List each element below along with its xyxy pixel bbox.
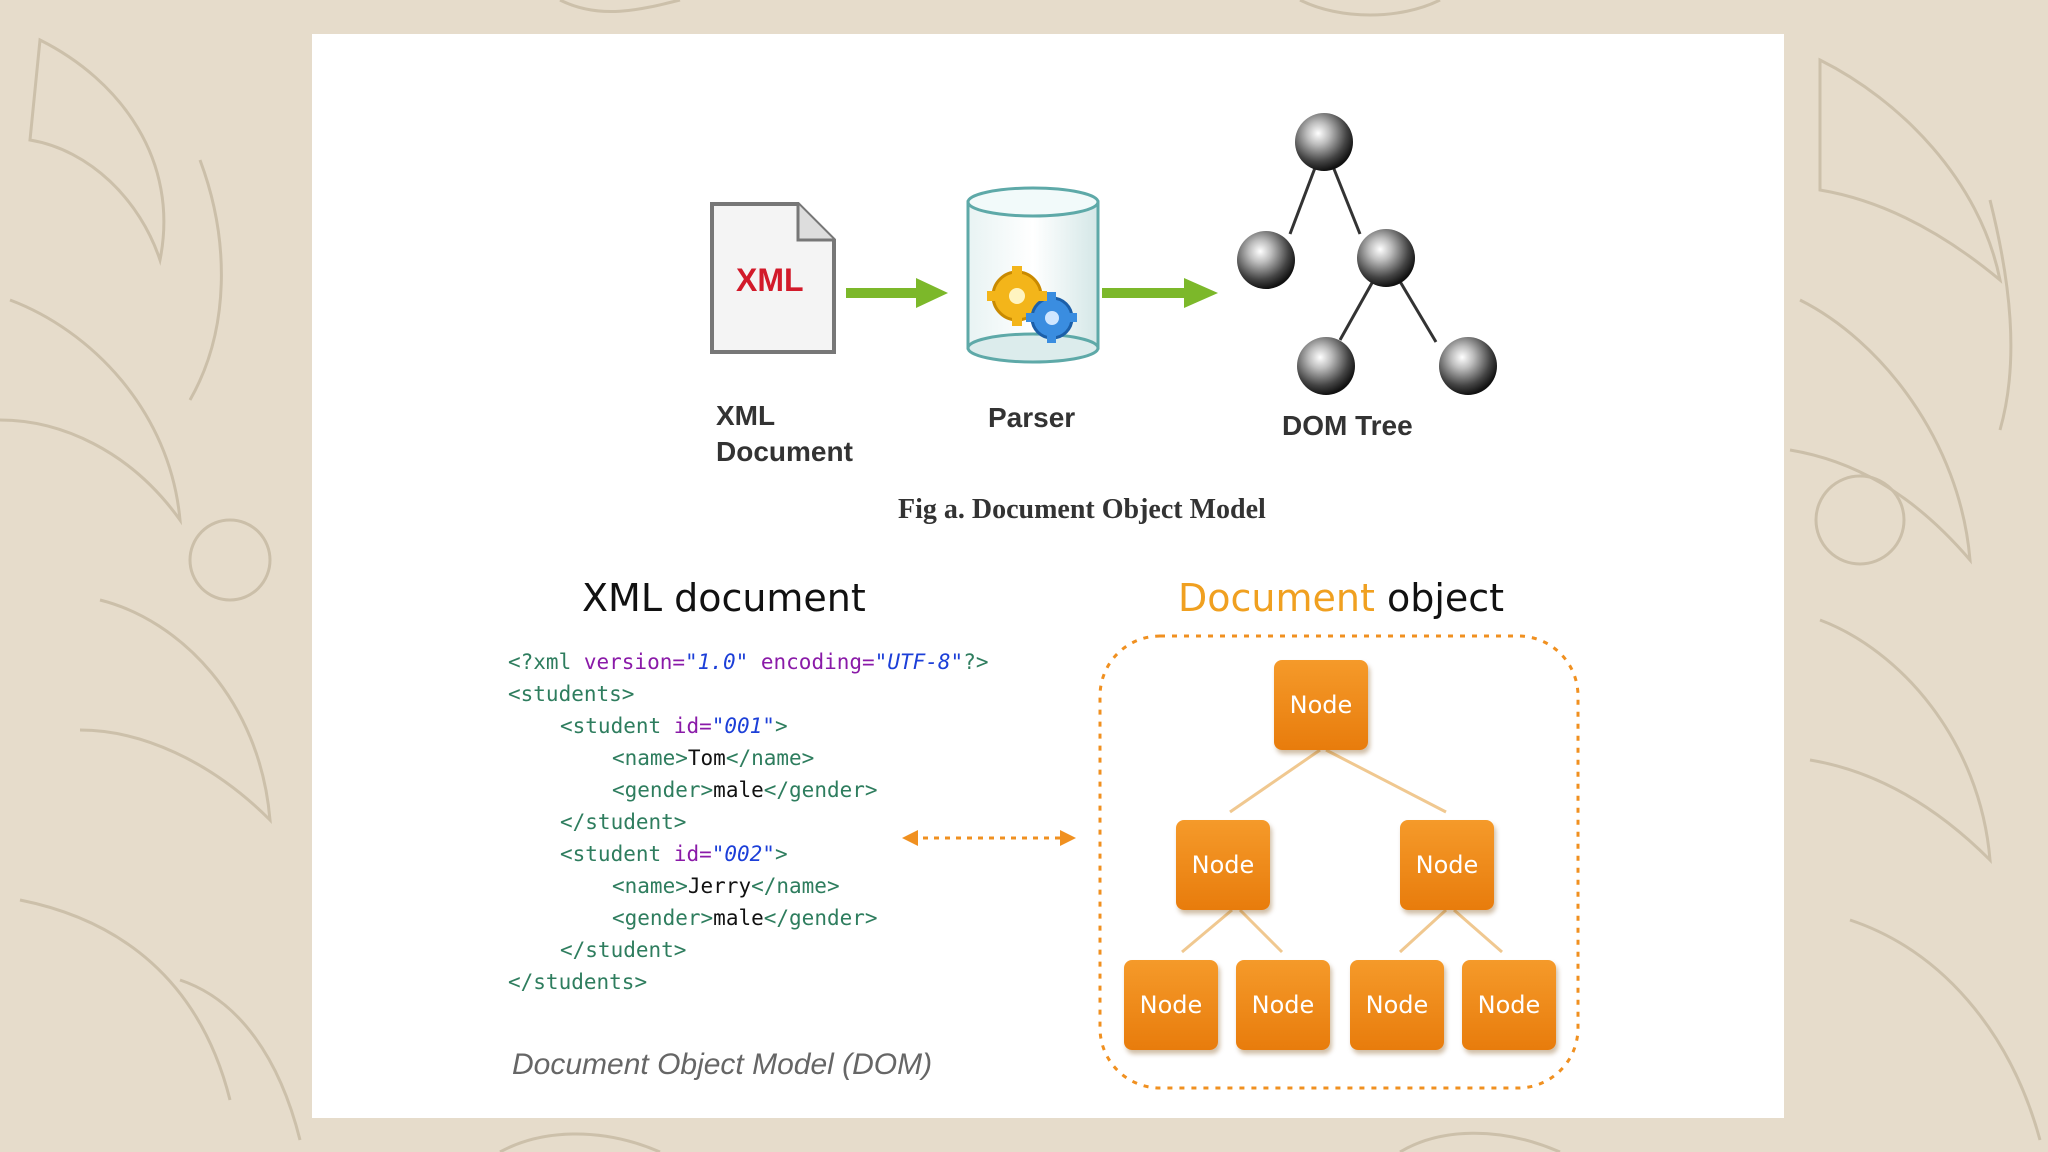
dom-caption: Document Object Model (DOM) xyxy=(512,1048,933,1081)
code-line: <name>Tom</name> xyxy=(612,746,815,770)
xml-document-heading: XML document xyxy=(582,576,866,620)
document-object-heading-accent: Document xyxy=(1178,576,1375,620)
code-line: <students> xyxy=(508,682,635,706)
node-leaf-2: Node xyxy=(1236,960,1330,1050)
node-root: Node xyxy=(1274,660,1368,750)
bidirectional-dotted-arrow xyxy=(902,830,1076,846)
xml-code-block: <?xml version="1.0" encoding="UTF-8"?> <s… xyxy=(508,646,988,998)
node-leaf-1: Node xyxy=(1124,960,1218,1050)
figure-a-caption: Fig a. Document Object Model xyxy=(898,494,1266,525)
code-line: <student id="002"> xyxy=(560,842,788,866)
node-level2-right: Node xyxy=(1400,820,1494,910)
document-object-frame xyxy=(1098,634,1580,1090)
node-leaf-4: Node xyxy=(1462,960,1556,1050)
dom-tree-nodes xyxy=(1237,113,1497,395)
gears-icon xyxy=(987,266,1077,343)
node-leaf-3: Node xyxy=(1350,960,1444,1050)
code-line: </student> xyxy=(560,810,687,834)
document-object-heading: Document object xyxy=(1178,576,1504,620)
arrow-xml-to-parser xyxy=(846,278,948,308)
code-line: <gender>male</gender> xyxy=(612,778,878,802)
document-object-heading-rest: object xyxy=(1374,576,1505,620)
xml-document-label-line1: XML xyxy=(716,400,776,431)
code-line: <student id="001"> xyxy=(560,714,788,738)
xml-file-icon-label: XML xyxy=(736,262,804,298)
code-line: <gender>male</gender> xyxy=(612,906,878,930)
code-line: <name>Jerry</name> xyxy=(612,874,840,898)
slide-card: XML XML Document Parser DOM Tree Fig a. … xyxy=(312,34,1784,1118)
code-line: <?xml version="1.0" encoding="UTF-8"?> xyxy=(508,650,989,674)
node-connectors xyxy=(1181,748,1503,954)
top-figure-graphics xyxy=(710,113,1580,1090)
dom-tree-label: DOM Tree xyxy=(1282,410,1413,441)
arrow-parser-to-tree xyxy=(1102,278,1218,308)
parser-label: Parser xyxy=(988,402,1076,433)
xml-document-label-line2: Document xyxy=(716,436,853,467)
parser-cylinder-icon xyxy=(966,186,1100,364)
node-level2-left: Node xyxy=(1176,820,1270,910)
code-line: </student> xyxy=(560,938,687,962)
code-line: </students> xyxy=(508,970,648,994)
xml-file-icon xyxy=(710,202,836,354)
